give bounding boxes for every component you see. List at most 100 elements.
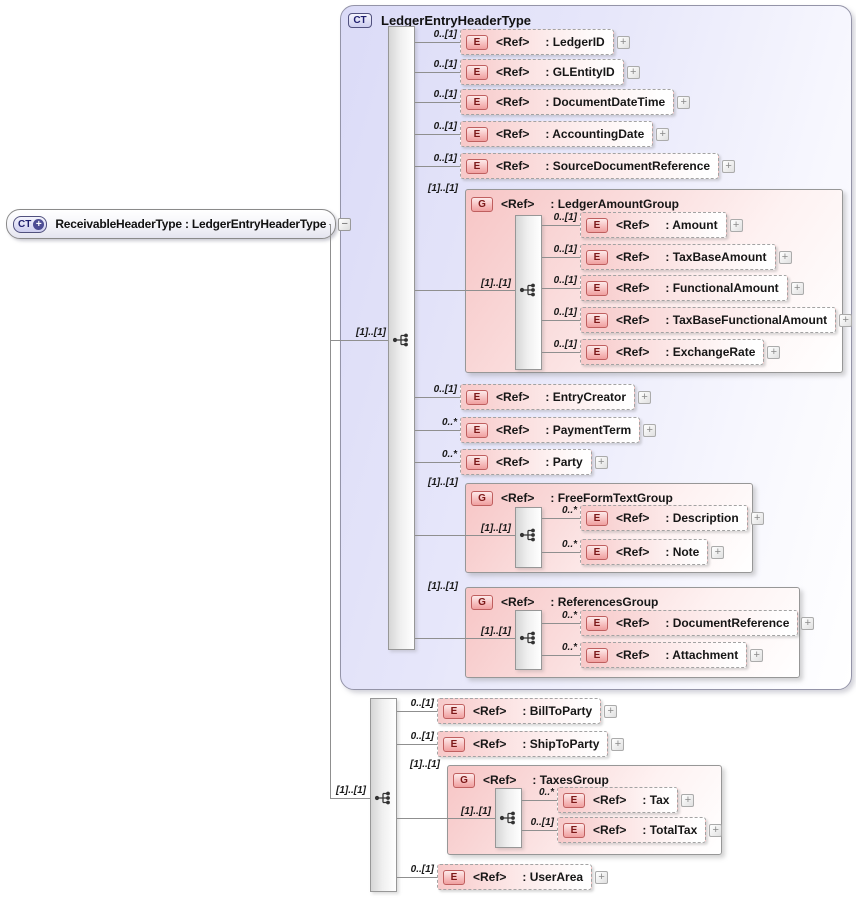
element-row-shiptoparty: E<Ref>: ShipToParty+ xyxy=(437,731,625,757)
element-node-ledgerid[interactable]: E<Ref>: LedgerID xyxy=(460,29,614,55)
element-badge: E xyxy=(466,64,488,80)
cardinality-label: [1]..[1] xyxy=(461,806,491,817)
expand-icon[interactable]: + xyxy=(595,870,609,884)
cardinality-label: 0..[1] xyxy=(410,698,434,709)
element-row-sourcedocumentreference: E<Ref>: SourceDocumentReference+ xyxy=(460,153,736,179)
element-badge: E xyxy=(466,422,488,438)
cardinality-label: 0..[1] xyxy=(410,731,434,742)
expand-icon[interactable]: + xyxy=(656,127,670,141)
expand-icon[interactable]: + xyxy=(638,390,652,404)
element-row-attachment: E<Ref>: Attachment+ xyxy=(580,642,764,668)
group-badge: G xyxy=(471,196,493,212)
expand-icon[interactable]: + xyxy=(681,793,695,807)
group-name-label: : ReferencesGroup xyxy=(550,595,659,609)
element-node-sourcedocumentreference[interactable]: E<Ref>: SourceDocumentReference xyxy=(460,153,720,179)
element-badge: E xyxy=(563,822,585,838)
expand-icon[interactable]: + xyxy=(604,704,618,718)
element-badge: E xyxy=(466,158,488,174)
expand-icon[interactable]: + xyxy=(801,616,815,630)
expand-icon[interactable]: + xyxy=(729,218,743,232)
expand-icon[interactable]: + xyxy=(611,737,625,751)
root-complex-type-node[interactable]: CT + ReceivableHeaderType : LedgerEntryH… xyxy=(6,209,337,239)
group-ref-label: <Ref> xyxy=(483,773,517,787)
element-row-taxbasefunctionalamount: E<Ref>: TaxBaseFunctionalAmount+ xyxy=(580,307,853,333)
element-node-paymentterm[interactable]: E<Ref>: PaymentTerm xyxy=(460,417,641,443)
element-node-attachment[interactable]: E<Ref>: Attachment xyxy=(580,642,748,668)
element-node-documentreference[interactable]: E<Ref>: DocumentReference xyxy=(580,610,799,636)
element-node-entrycreator[interactable]: E<Ref>: EntryCreator xyxy=(460,384,636,410)
element-node-shiptoparty[interactable]: E<Ref>: ShipToParty xyxy=(437,731,609,757)
element-node-taxbaseamount[interactable]: E<Ref>: TaxBaseAmount xyxy=(580,244,776,270)
element-node-totaltax[interactable]: E<Ref>: TotalTax xyxy=(557,817,707,843)
element-badge: E xyxy=(586,280,608,296)
element-row-tax: E<Ref>: Tax+ xyxy=(557,787,695,813)
cardinality-label: 0..* xyxy=(538,787,554,798)
expand-icon[interactable]: + xyxy=(750,511,764,525)
element-row-documentdatetime: E<Ref>: DocumentDateTime+ xyxy=(460,89,691,115)
element-node-userarea[interactable]: E<Ref>: UserArea xyxy=(437,864,593,890)
connector-line xyxy=(415,72,460,73)
expand-icon[interactable]: + xyxy=(711,545,725,559)
expand-icon[interactable]: + xyxy=(722,159,736,173)
expand-icon[interactable]: + xyxy=(839,313,853,327)
cardinality-label: [1]..[1] xyxy=(410,759,440,770)
group-header-freeformtextgroup[interactable]: G<Ref>: FreeFormTextGroup xyxy=(471,488,673,508)
container-header[interactable]: CT LedgerEntryHeaderType xyxy=(348,13,531,28)
expand-icon[interactable]: + xyxy=(778,250,792,264)
connector-line xyxy=(329,224,330,225)
element-node-taxbasefunctionalamount[interactable]: E<Ref>: TaxBaseFunctionalAmount xyxy=(580,307,837,333)
expand-icon[interactable]: + xyxy=(643,423,657,437)
expand-icon[interactable]: + xyxy=(677,95,691,109)
element-ref-label: <Ref> xyxy=(473,870,507,884)
element-node-amount[interactable]: E<Ref>: Amount xyxy=(580,212,727,238)
sequence-icon[interactable] xyxy=(499,810,518,826)
element-node-accountingdate[interactable]: E<Ref>: AccountingDate xyxy=(460,121,654,147)
group-header-ledgeramountgroup[interactable]: G<Ref>: LedgerAmountGroup xyxy=(471,194,679,214)
element-node-note[interactable]: E<Ref>: Note xyxy=(580,539,709,565)
element-ref-label: <Ref> xyxy=(616,511,650,525)
expand-icon[interactable]: + xyxy=(790,281,804,295)
element-name-label: : Amount xyxy=(665,218,718,232)
expand-icon[interactable]: + xyxy=(626,65,640,79)
expand-icon[interactable]: + xyxy=(594,455,608,469)
sequence-icon[interactable] xyxy=(519,630,538,646)
element-row-paymentterm: E<Ref>: PaymentTerm+ xyxy=(460,417,657,443)
element-ref-label: <Ref> xyxy=(496,95,530,109)
element-name-label: : Tax xyxy=(642,793,670,807)
cardinality-label: 0..* xyxy=(561,505,577,516)
connector-line xyxy=(542,225,580,226)
cardinality-label: 0..[1] xyxy=(433,59,457,70)
element-node-tax[interactable]: E<Ref>: Tax xyxy=(557,787,679,813)
element-row-totaltax: E<Ref>: TotalTax+ xyxy=(557,817,723,843)
sequence-icon[interactable] xyxy=(392,332,411,348)
expand-icon[interactable]: + xyxy=(616,35,630,49)
element-node-documentdatetime[interactable]: E<Ref>: DocumentDateTime xyxy=(460,89,675,115)
connector-line xyxy=(415,102,460,103)
cardinality-label: 0..[1] xyxy=(553,339,577,350)
element-node-glentityid[interactable]: E<Ref>: GLEntityID xyxy=(460,59,624,85)
group-header-referencesgroup[interactable]: G<Ref>: ReferencesGroup xyxy=(471,592,658,612)
element-node-functionalamount[interactable]: E<Ref>: FunctionalAmount xyxy=(580,275,788,301)
element-node-exchangerate[interactable]: E<Ref>: ExchangeRate xyxy=(580,339,765,365)
element-node-party[interactable]: E<Ref>: Party xyxy=(460,449,592,475)
element-ref-label: <Ref> xyxy=(616,545,650,559)
element-node-billtoparty[interactable]: E<Ref>: BillToParty xyxy=(437,698,602,724)
cardinality-label: 0..* xyxy=(441,449,457,460)
connector-line xyxy=(415,166,460,167)
element-name-label: : EntryCreator xyxy=(545,390,627,404)
expand-icon[interactable]: + xyxy=(767,345,781,359)
element-node-description[interactable]: E<Ref>: Description xyxy=(580,505,748,531)
root-collapse-toggle[interactable]: − xyxy=(338,217,352,231)
cardinality-label: 0..* xyxy=(441,417,457,428)
sequence-icon[interactable] xyxy=(519,282,538,298)
element-row-amount: E<Ref>: Amount+ xyxy=(580,212,743,238)
connector-line xyxy=(542,552,580,553)
sequence-icon[interactable] xyxy=(519,527,538,543)
expand-icon[interactable]: + xyxy=(750,648,764,662)
sequence-icon[interactable] xyxy=(374,790,393,806)
element-badge: E xyxy=(443,736,465,752)
connector-line xyxy=(542,623,580,624)
group-header-taxesgroup[interactable]: G<Ref>: TaxesGroup xyxy=(453,770,609,790)
expand-icon[interactable]: + xyxy=(709,823,723,837)
